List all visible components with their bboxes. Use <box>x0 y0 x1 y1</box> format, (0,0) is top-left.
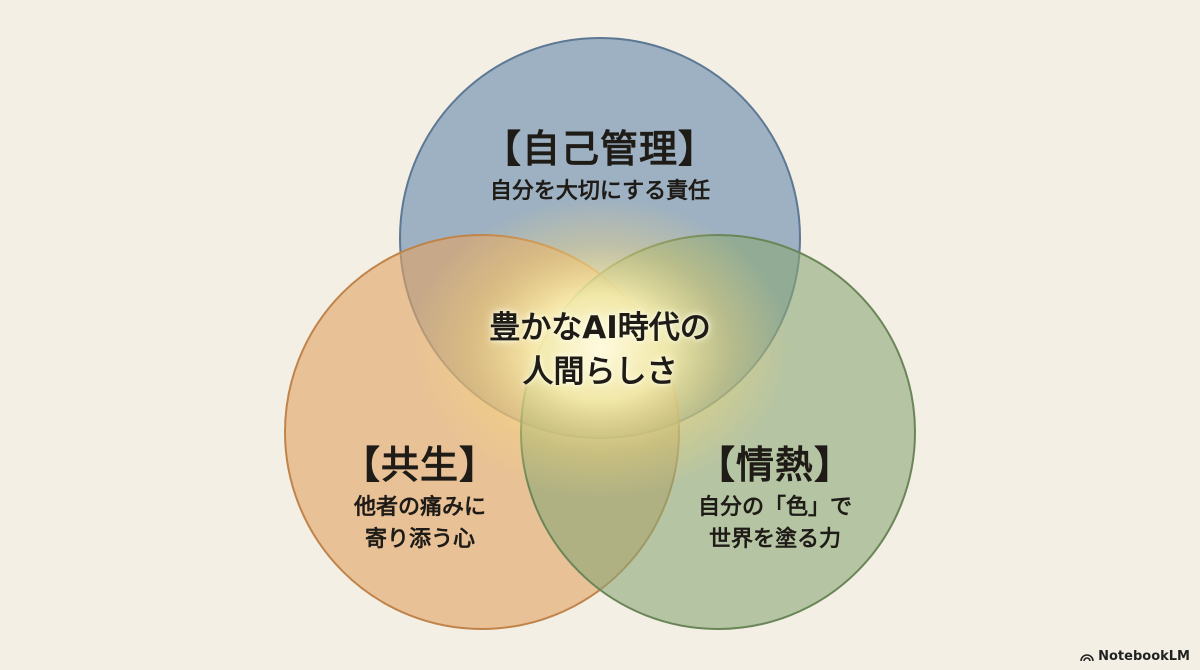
right-description-line-1: 自分の「色」で <box>697 495 852 520</box>
left-heading: 【共生】 <box>341 443 498 487</box>
center-title-line-2: 人間らしさ <box>522 354 678 390</box>
left-description-line-2: 寄り添う心 <box>364 527 475 552</box>
right-heading: 【情熱】 <box>696 443 853 487</box>
center-title: 豊かなAI時代の 人間らしさ <box>420 306 780 394</box>
brand-watermark: NotebookLM <box>1080 649 1190 664</box>
left-description-line-1: 他者の痛みに <box>353 495 486 520</box>
center-title-line-1: 豊かなAI時代の <box>489 310 711 346</box>
center-glow <box>410 198 790 498</box>
right-description: 自分の「色」で 世界を塗る力 <box>655 492 895 556</box>
top-description: 自分を大切にする責任 <box>489 179 711 204</box>
notebooklm-logo-icon <box>1080 653 1094 661</box>
left-description: 他者の痛みに 寄り添う心 <box>300 492 540 556</box>
top-heading: 【自己管理】 <box>482 127 717 171</box>
brand-name: NotebookLM <box>1098 649 1190 664</box>
right-description-line-2: 世界を塗る力 <box>708 527 841 552</box>
